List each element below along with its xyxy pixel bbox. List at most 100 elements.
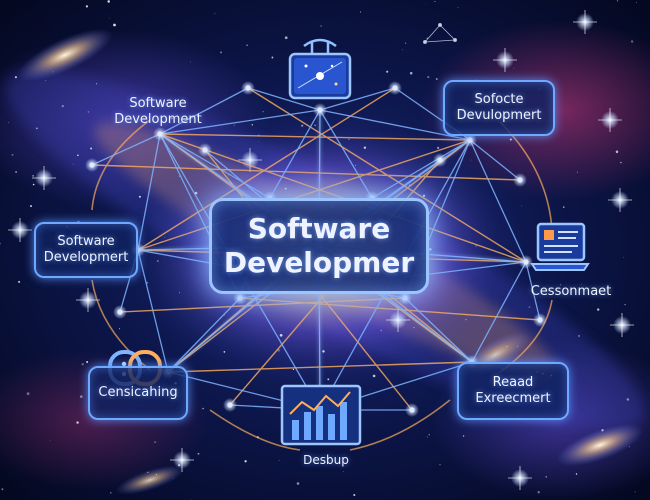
star: [219, 51, 223, 54]
orbit-arc: [91, 119, 151, 211]
node-middle-left: Software Developmert: [34, 222, 138, 278]
node-top-right: Sofocte Devulopmert: [443, 80, 555, 136]
star: [45, 80, 47, 82]
star: [320, 25, 322, 27]
star: [80, 395, 83, 398]
star: [32, 183, 35, 186]
star: [179, 292, 181, 294]
network-link: [91, 133, 161, 166]
star: [228, 174, 229, 176]
star: [506, 345, 508, 348]
network-dot: [517, 177, 523, 183]
star: [113, 23, 116, 27]
star: [138, 195, 141, 198]
star: [426, 436, 428, 438]
star: [380, 329, 383, 332]
star: [435, 78, 438, 80]
network-link-accent: [137, 87, 396, 251]
network-link: [159, 87, 249, 135]
star: [386, 70, 389, 73]
star: [32, 175, 34, 177]
star: [77, 154, 79, 157]
star: [314, 124, 316, 127]
star: [413, 326, 415, 328]
star: [81, 362, 84, 366]
star: [191, 498, 192, 500]
star: [404, 42, 407, 44]
star: [353, 494, 356, 496]
star: [559, 284, 562, 286]
network-link: [137, 133, 161, 251]
star: [327, 378, 330, 381]
network-link: [137, 249, 169, 373]
star: [15, 171, 18, 173]
star: [154, 441, 156, 443]
star: [425, 3, 426, 5]
node-bottom-left-label: Censicahing: [98, 385, 178, 401]
node-bottom-label: Desbup: [303, 452, 349, 467]
star: [271, 56, 274, 59]
star: [156, 260, 159, 262]
star: [623, 256, 625, 258]
star: [258, 141, 259, 143]
star: [624, 303, 626, 306]
network-dot: [237, 295, 243, 301]
star: [189, 61, 191, 63]
star: [580, 283, 582, 285]
star: [626, 398, 630, 401]
network-dot: [537, 317, 543, 323]
star: [244, 460, 247, 463]
node-top-left-label: Software Development: [114, 96, 202, 127]
star: [576, 171, 578, 173]
star: [118, 328, 121, 330]
star: [85, 5, 89, 8]
star: [601, 429, 604, 432]
star: [170, 117, 173, 120]
network-dot: [523, 259, 529, 265]
star: [475, 245, 477, 247]
star: [363, 146, 367, 149]
star: [434, 0, 436, 3]
star: [630, 40, 634, 43]
star: [409, 71, 413, 75]
star: [223, 350, 226, 353]
star: [422, 194, 426, 197]
network-link-accent: [247, 87, 527, 263]
star: [322, 350, 325, 353]
star: [173, 477, 174, 479]
star: [436, 146, 440, 150]
node-middle-right: Cessonmaet: [516, 280, 626, 304]
star: [301, 124, 304, 127]
star: [620, 161, 622, 164]
star: [0, 242, 1, 245]
star: [348, 138, 350, 141]
star: [634, 491, 636, 493]
star: [155, 473, 157, 475]
star: [90, 147, 93, 150]
star: [11, 153, 14, 156]
star: [147, 471, 149, 474]
star: [18, 280, 21, 283]
network-link: [471, 261, 527, 363]
star: [214, 13, 216, 15]
star: [615, 150, 619, 154]
star: [278, 459, 280, 461]
star: [545, 476, 547, 478]
star: [616, 0, 619, 2]
central-node-label: Software Developmer: [223, 212, 415, 279]
star: [29, 205, 33, 208]
network-dot: [317, 107, 323, 113]
star: [107, 0, 110, 3]
star: [372, 374, 376, 378]
star: [76, 421, 79, 424]
star: [49, 440, 51, 441]
network-dot: [467, 137, 473, 143]
telescope-screen-icon: [288, 38, 352, 100]
star: [8, 122, 10, 124]
star: [202, 407, 204, 410]
star: [36, 127, 38, 130]
network-link-accent: [137, 139, 471, 251]
star: [52, 71, 54, 73]
node-bottom-right: Reaad Exreecmert: [457, 362, 569, 420]
star: [575, 473, 578, 475]
